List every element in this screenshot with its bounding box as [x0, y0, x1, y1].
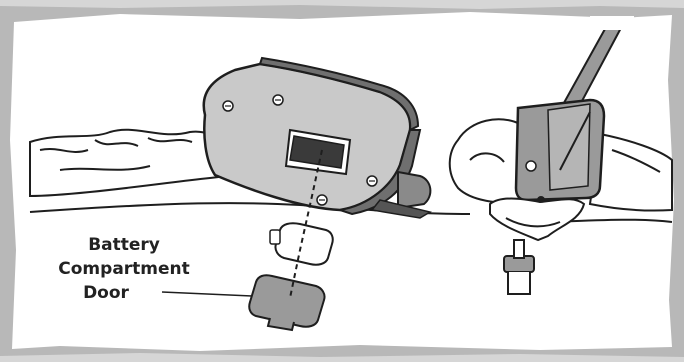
callout-line-3: Door	[83, 283, 129, 303]
callout-line-1: Battery	[88, 235, 160, 255]
screw-icon	[222, 94, 378, 206]
battery	[269, 222, 334, 266]
battery-compartment-opening	[284, 128, 352, 176]
callout-label: Battery Compartment Door	[58, 235, 195, 303]
strap-clip	[514, 98, 606, 204]
callout-leader-line	[161, 291, 253, 297]
battery-compartment-door	[248, 274, 326, 332]
right-cushion	[448, 118, 673, 212]
callout-line-2: Compartment	[58, 259, 190, 279]
sensor-device	[202, 56, 432, 219]
left-cushion	[29, 128, 242, 198]
hanging-clip	[489, 197, 586, 295]
strap	[558, 16, 634, 118]
assembly-dashed-line	[289, 149, 323, 299]
